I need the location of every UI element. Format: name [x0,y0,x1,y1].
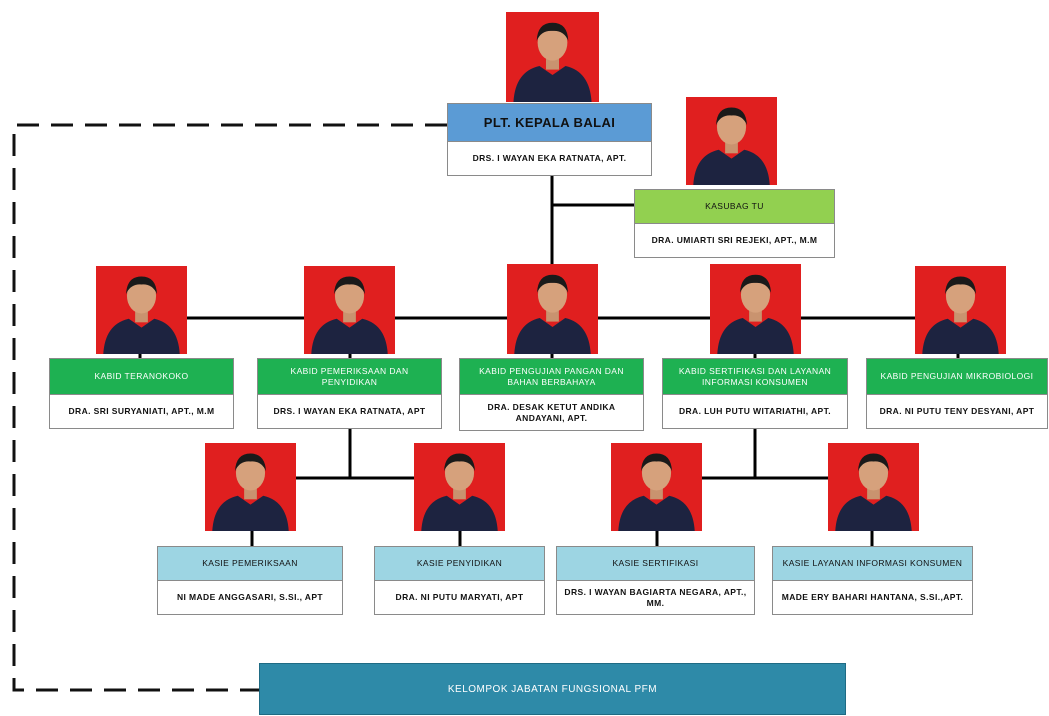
node-name: DRA. SRI SURYANIATI, APT., M.M [68,406,215,416]
node-name: DRA. LUH PUTU WITARIATHI, APT. [678,406,832,416]
photo-s2 [414,443,505,531]
photo-b4 [710,264,801,354]
photo-b1 [96,266,187,354]
person-silhouette-icon [693,107,770,185]
node-b4: KABID SERTIFIKASI DAN LAYANAN INFORMASI … [662,358,848,429]
photo-s4 [828,443,919,531]
person-silhouette-icon [835,453,912,531]
node-title: PLT. KEPALA BALAI [448,104,651,142]
node-b3: KABID PENGUJIAN PANGAN DAN BAHAN BERBAHA… [459,358,644,431]
node-s1: KASIE PEMERIKSAAN NI MADE ANGGASARI, S.S… [157,546,343,615]
node-name: DRS. I WAYAN EKA RATNATA, APT. [472,153,627,163]
person-silhouette-icon [922,276,999,354]
photo-b2 [304,266,395,354]
node-name: DRA. NI PUTU TENY DESYANI, APT [879,406,1035,416]
node-b1: KABID TERANOKOKO DRA. SRI SURYANIATI, AP… [49,358,234,429]
photo-s3 [611,443,702,531]
node-title: KASIE SERTIFIKASI [557,547,754,581]
photo-head [506,12,599,102]
functional-group-bar: KELOMPOK JABATAN FUNGSIONAL PFM [259,663,846,715]
node-title: KABID PEMERIKSAAN DAN PENYIDIKAN [258,359,441,395]
person-silhouette-icon [717,274,794,354]
node-b2: KABID PEMERIKSAAN DAN PENYIDIKAN DRS. I … [257,358,442,429]
node-name: DRA. UMIARTI SRI REJEKI, APT., M.M [651,235,818,245]
photo-tu [686,97,777,185]
node-s3: KASIE SERTIFIKASI DRS. I WAYAN BAGIARTA … [556,546,755,615]
node-title: KABID PENGUJIAN PANGAN DAN BAHAN BERBAHA… [460,359,643,395]
node-name: DRS. I WAYAN EKA RATNATA, APT [273,406,426,416]
person-silhouette-icon [618,453,695,531]
dashed-line [12,123,447,692]
node-s2: KASIE PENYIDIKAN DRA. NI PUTU MARYATI, A… [374,546,545,615]
person-silhouette-icon [513,22,592,102]
node-name: DRA. DESAK KETUT ANDIKA ANDAYANI, APT. [487,401,616,423]
photo-b3 [507,264,598,354]
node-title: KABID SERTIFIKASI DAN LAYANAN INFORMASI … [663,359,847,395]
node-name: DRS. I WAYAN BAGIARTA NEGARA, APT., MM. [564,586,747,608]
person-silhouette-icon [421,453,498,531]
person-silhouette-icon [514,274,591,354]
node-head: PLT. KEPALA BALAI DRS. I WAYAN EKA RATNA… [447,103,652,176]
node-title: KASIE PEMERIKSAAN [158,547,342,581]
node-name: DRA. NI PUTU MARYATI, APT [395,592,524,602]
node-title: KASUBAG TU [635,190,834,224]
node-s4: KASIE LAYANAN INFORMASI KONSUMEN MADE ER… [772,546,973,615]
node-name: MADE ERY BAHARI HANTANA, S.SI.,APT. [781,592,964,602]
node-title: KASIE PENYIDIKAN [375,547,544,581]
photo-s1 [205,443,296,531]
person-silhouette-icon [103,276,180,354]
node-tu: KASUBAG TU DRA. UMIARTI SRI REJEKI, APT.… [634,189,835,258]
person-silhouette-icon [311,276,388,354]
person-silhouette-icon [212,453,289,531]
node-title: KABID TERANOKOKO [50,359,233,395]
node-title: KASIE LAYANAN INFORMASI KONSUMEN [773,547,972,581]
node-title: KABID PENGUJIAN MIKROBIOLOGI [867,359,1047,395]
node-name: NI MADE ANGGASARI, S.SI., APT [176,592,324,602]
node-b5: KABID PENGUJIAN MIKROBIOLOGI DRA. NI PUT… [866,358,1048,429]
photo-b5 [915,266,1006,354]
